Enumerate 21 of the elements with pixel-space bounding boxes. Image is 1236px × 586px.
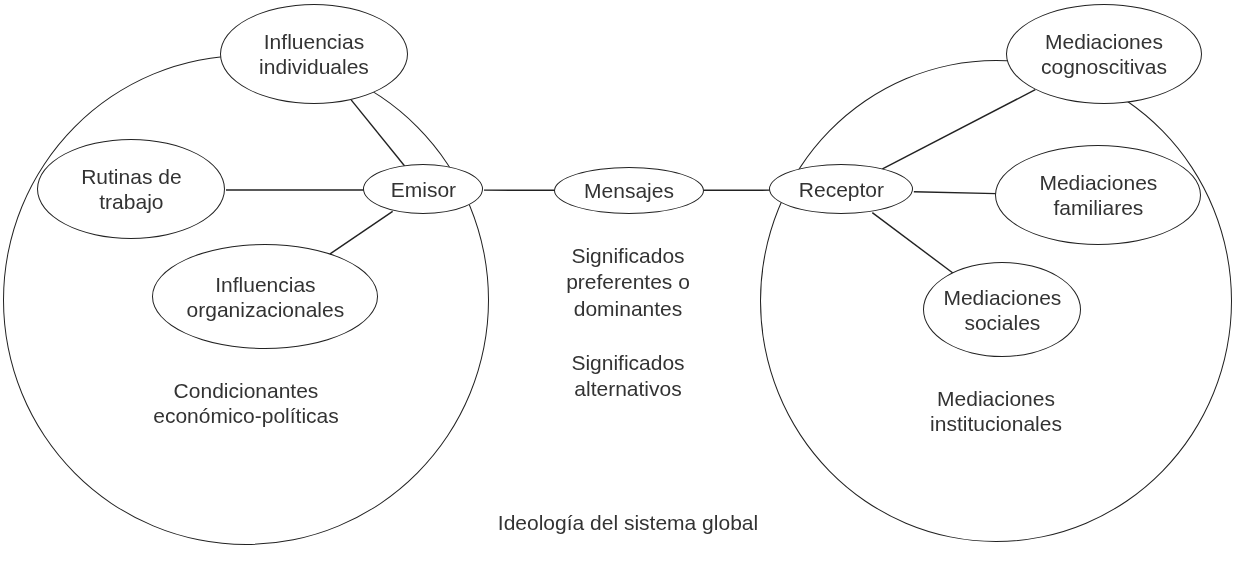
node-label: Influencias organizacionales <box>185 271 346 323</box>
connector-line <box>881 88 1036 170</box>
node-label: Condicionantes económico-políticas <box>152 378 340 429</box>
text-label: Significados alternativos <box>570 350 686 403</box>
node-label: Emisor <box>390 176 457 202</box>
node-label: Influencias individuales <box>258 28 370 80</box>
connector-line <box>913 191 997 195</box>
node-label: Receptor <box>798 176 884 202</box>
connector-line <box>483 189 555 191</box>
node-label: Mediaciones familiares <box>1038 170 1159 221</box>
node-label: Rutinas de trabajo <box>80 164 183 215</box>
connector-line <box>871 212 955 275</box>
node-label: Mediaciones sociales <box>942 284 1063 336</box>
text-label: Significados preferentes o dominantes <box>565 243 691 322</box>
connector-line <box>329 210 394 255</box>
connector-line <box>703 189 771 191</box>
node-label: Mensajes <box>584 177 674 204</box>
node-label: Mediaciones cognoscitivas <box>1039 28 1169 80</box>
connector-line <box>225 189 365 191</box>
node-label: Mediaciones institucionales <box>929 386 1063 437</box>
text-label: Ideología del sistema global <box>496 510 760 536</box>
